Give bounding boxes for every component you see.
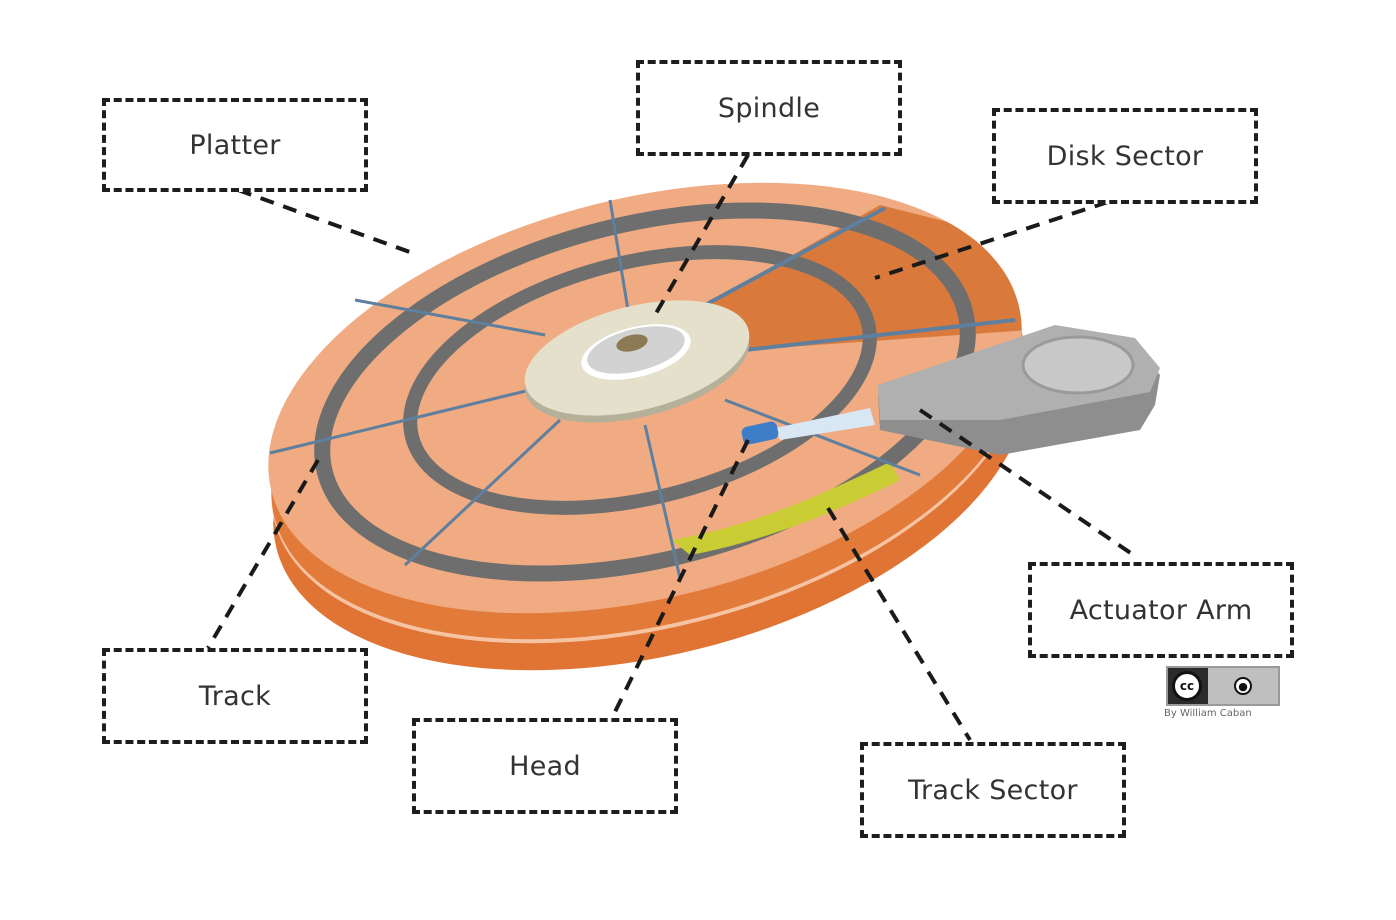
sector-lines: [269, 199, 1016, 579]
actuator-arm-label-text: Actuator Arm: [1069, 594, 1253, 626]
platter-label-text: Platter: [189, 129, 281, 161]
track-label: Track: [102, 648, 368, 744]
track-leader: [206, 458, 320, 650]
track-sector-leader: [826, 506, 972, 742]
spindle-label-text: Spindle: [717, 92, 821, 124]
tracks: [314, 202, 976, 582]
actuator-arm: [741, 325, 1160, 455]
disk-sector-leader: [874, 200, 1109, 280]
sector-line: [354, 298, 546, 337]
actuator-pivot: [1021, 335, 1135, 395]
spindle-hub: [524, 300, 750, 423]
actuator-arm-label: Actuator Arm: [1028, 562, 1294, 658]
head-slider: [775, 408, 875, 440]
sector-line: [269, 388, 531, 455]
sector-line: [643, 424, 682, 579]
person-icon: ●: [1234, 677, 1252, 695]
sector-line: [724, 398, 921, 477]
spindle-shaft: [616, 334, 648, 352]
read-write-head: [741, 421, 779, 445]
outer-track: [314, 202, 976, 582]
track-sector-label: Track Sector: [860, 742, 1126, 838]
inner-track: [403, 245, 877, 515]
disk-sector-label-text: Disk Sector: [1046, 140, 1204, 172]
head-label-text: Head: [509, 750, 581, 782]
sector-line: [704, 206, 886, 307]
leader-lines: [206, 153, 1140, 742]
actuator-arm-leader: [918, 408, 1140, 560]
author-credit: By William Caban: [1164, 708, 1252, 719]
cc-license-badge: cc ●: [1166, 666, 1280, 706]
cc-icon: cc: [1172, 671, 1202, 701]
track-sector-label-text: Track Sector: [908, 774, 1078, 806]
platter-leader: [237, 188, 419, 257]
disk-sector-label: Disk Sector: [992, 108, 1258, 204]
platter-label: Platter: [102, 98, 368, 192]
sector-line: [608, 199, 630, 311]
head-leader: [610, 439, 750, 719]
spindle-label: Spindle: [636, 60, 902, 156]
head-label: Head: [412, 718, 678, 814]
attribution-block: ●: [1208, 668, 1278, 704]
track-sector: [672, 462, 900, 555]
sector-line: [403, 418, 562, 567]
spindle-leader: [653, 153, 750, 317]
sector-line: [744, 318, 1016, 352]
track-label-text: Track: [198, 680, 272, 712]
